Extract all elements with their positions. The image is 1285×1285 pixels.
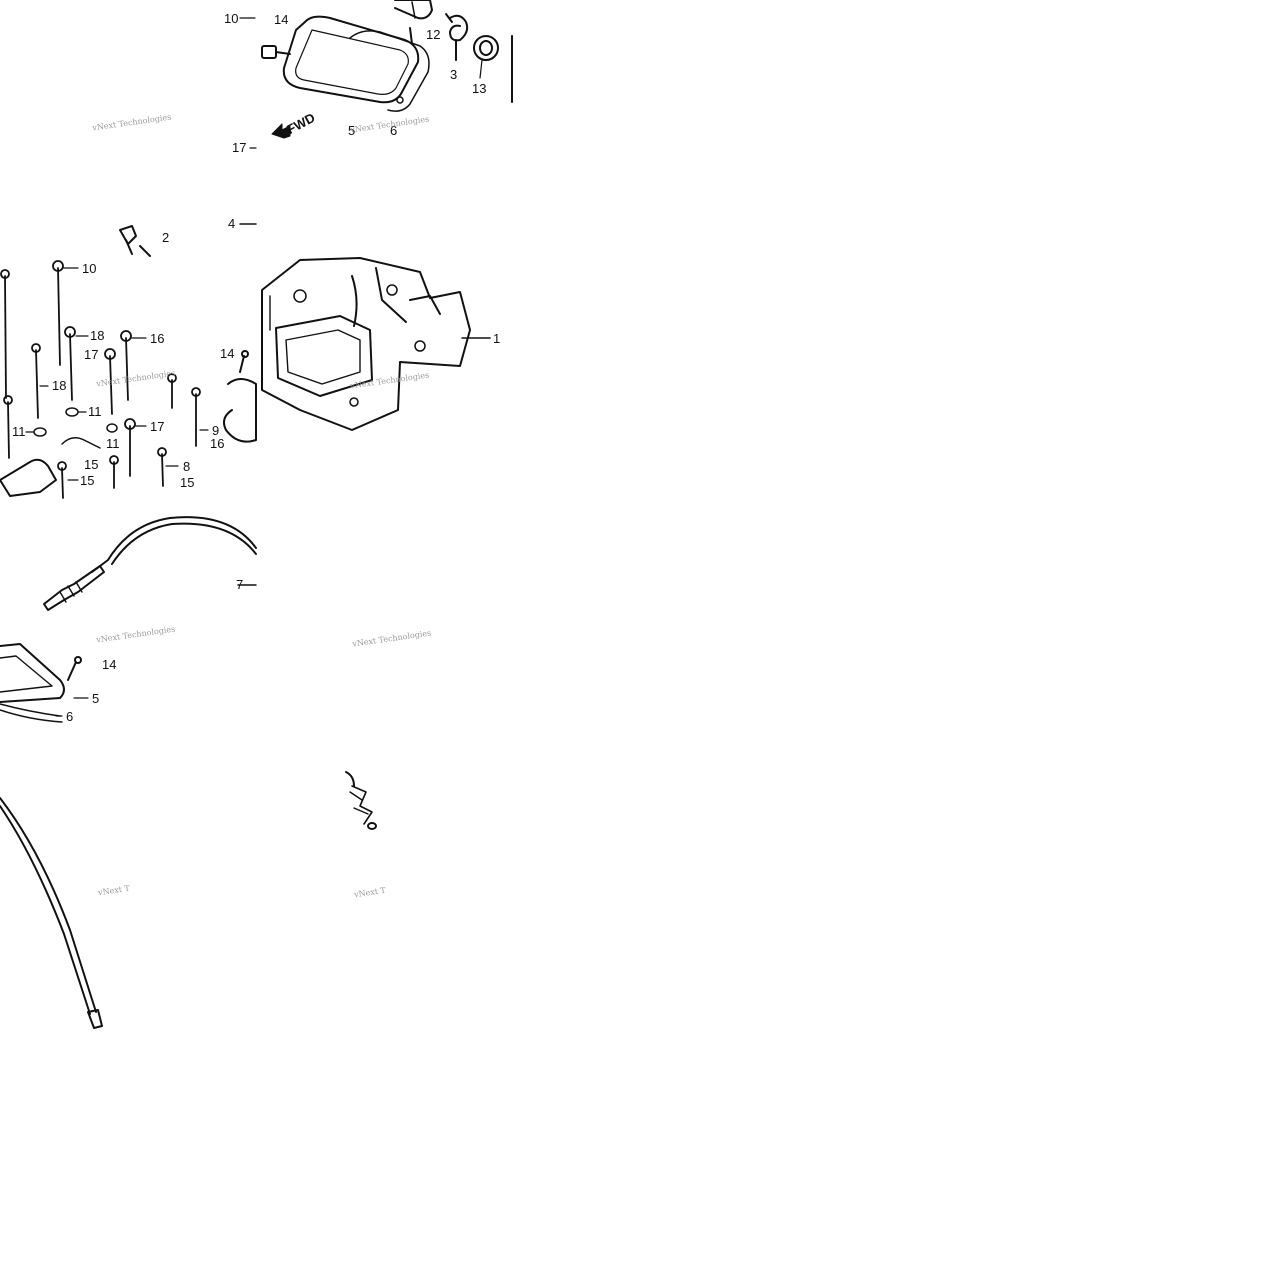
- callout-10: 10: [82, 261, 97, 276]
- callout-14: 14: [220, 346, 235, 361]
- washers-11: [33, 407, 118, 437]
- callout-6: 6: [390, 123, 398, 138]
- callout-18: 18: [52, 378, 67, 393]
- holder-bracket: [0, 437, 101, 497]
- callout-16: 16: [150, 331, 165, 346]
- callout-14: 14: [102, 657, 117, 672]
- callout-18: 18: [90, 328, 105, 343]
- bolt-14-top: [261, 45, 291, 59]
- callout-12: 12: [426, 27, 441, 42]
- callout-9: 9: [212, 423, 220, 438]
- callout-5: 5: [92, 691, 100, 706]
- leader-lines-left: [25, 267, 209, 481]
- pin-12: [409, 27, 413, 45]
- side-gasket: [223, 378, 257, 443]
- shaft-top: [394, 0, 433, 20]
- callout-14: 14: [274, 12, 289, 27]
- cover-plate-top: [282, 15, 430, 112]
- callout-17: 17: [232, 140, 247, 155]
- callout-5: 5: [348, 123, 356, 138]
- bolt-set: [0, 260, 201, 499]
- callout-17: 17: [150, 419, 165, 434]
- callout-10: 10: [224, 11, 239, 26]
- callout-15: 15: [180, 475, 195, 490]
- bolt-14-mid: [239, 350, 249, 373]
- spring-end: [345, 771, 377, 830]
- callout-13: 13: [472, 81, 487, 96]
- seal-13: [473, 35, 499, 79]
- callout-11: 11: [12, 424, 26, 439]
- callout-7: 7: [236, 577, 244, 592]
- callout-4: 4: [228, 216, 236, 231]
- callout-11: 11: [88, 404, 102, 419]
- callout-17: 17: [84, 347, 99, 362]
- callout-1: 1: [493, 331, 501, 346]
- cable-lower: [0, 797, 103, 1029]
- cable-upper: [43, 516, 257, 611]
- callout-3: 3: [450, 67, 458, 82]
- bracket-2: [119, 225, 151, 257]
- fwd-arrow-icon: [271, 123, 291, 139]
- spring-3: [445, 13, 469, 61]
- cylinder-head: [261, 257, 491, 431]
- callout-16: 16: [210, 436, 225, 451]
- callout-15: 15: [84, 457, 99, 472]
- callout-8: 8: [183, 459, 191, 474]
- callout-15: 15: [80, 473, 95, 488]
- callout-6: 6: [66, 709, 74, 724]
- callout-2: 2: [162, 230, 170, 245]
- cover-plate-lower: [0, 643, 89, 723]
- callout-11: 11: [106, 436, 120, 451]
